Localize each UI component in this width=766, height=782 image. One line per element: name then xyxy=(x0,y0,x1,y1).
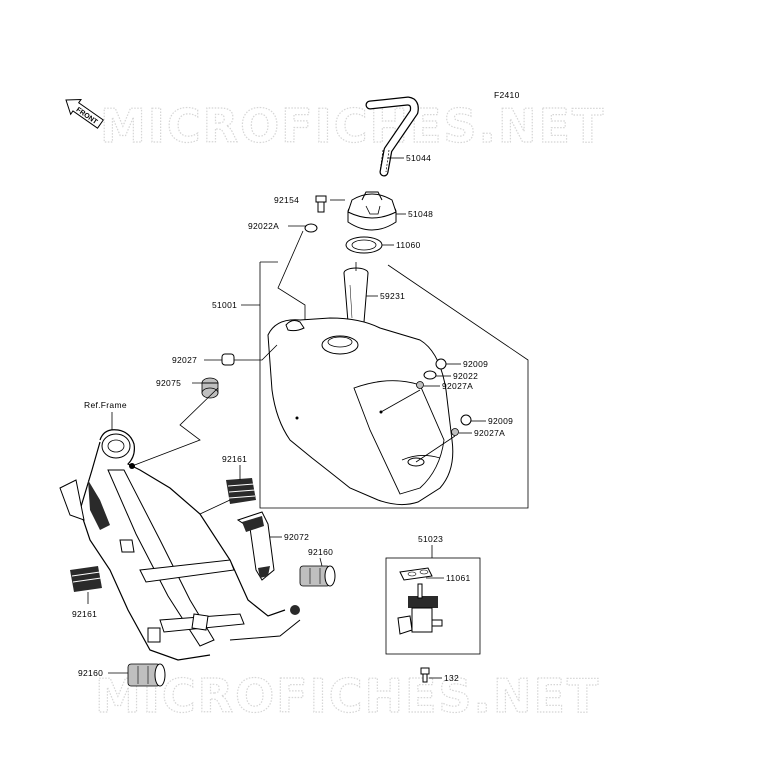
fuel-valve-body xyxy=(397,583,443,635)
bolt-92154 xyxy=(315,195,327,213)
callout-92027: 92027 xyxy=(172,355,197,365)
callout-92154: 92154 xyxy=(274,195,299,205)
screw-92009-b xyxy=(460,414,472,426)
callout-59231: 59231 xyxy=(380,291,405,301)
callout-11061: 11061 xyxy=(446,573,471,583)
fuel-valve-box xyxy=(385,557,481,655)
breather-hose xyxy=(365,96,419,177)
fuel-cap xyxy=(347,191,397,231)
callout-92072: 92072 xyxy=(284,532,309,542)
screw-92009-a xyxy=(435,358,447,370)
damper-92161-a xyxy=(226,478,256,504)
figure-code: F2410 xyxy=(494,90,520,100)
box-tank-frame xyxy=(259,262,529,509)
callout-51001: 51001 xyxy=(212,300,237,310)
callout-51048: 51048 xyxy=(408,209,433,219)
callout-92009-a: 92009 xyxy=(463,359,488,369)
bolt-132 xyxy=(420,667,430,683)
callout-92161-a: 92161 xyxy=(222,454,247,464)
callout-92027a-a: 92027A xyxy=(442,381,473,391)
washer-92022a xyxy=(304,223,318,233)
callout-92160-a: 92160 xyxy=(308,547,333,557)
frame-reference xyxy=(59,429,301,661)
fuel-filter xyxy=(343,267,369,325)
callout-92075: 92075 xyxy=(156,378,181,388)
callout-92022a: 92022A xyxy=(248,221,279,231)
damper-92160-a xyxy=(299,565,336,587)
watermark-top: MICROFICHES.NET xyxy=(100,99,605,153)
watermark-bottom: MICROFICHES.NET xyxy=(95,669,600,723)
damper-92160-b xyxy=(127,663,166,687)
callout-51023: 51023 xyxy=(418,534,443,544)
front-arrow-icon: FRONT xyxy=(65,98,104,129)
callout-92161-b: 92161 xyxy=(72,609,97,619)
band-92072 xyxy=(236,511,275,581)
washer-92022 xyxy=(423,370,437,380)
callout-51044: 51044 xyxy=(406,153,431,163)
callout-132: 132 xyxy=(444,673,459,683)
callout-92160-b: 92160 xyxy=(78,668,103,678)
damper-92161-b xyxy=(70,566,102,592)
fuel-valve-gasket-11061 xyxy=(399,567,433,581)
fuel-tank xyxy=(267,317,454,506)
callout-92009-b: 92009 xyxy=(488,416,513,426)
collar-92075 xyxy=(201,377,219,399)
callout-92027a-b: 92027A xyxy=(474,428,505,438)
damper-92027a-b xyxy=(451,428,459,436)
damper-92027a-a xyxy=(416,381,424,389)
callout-92022: 92022 xyxy=(453,371,478,381)
grommet-92027 xyxy=(221,353,235,366)
ref-frame-label: Ref.Frame xyxy=(84,400,127,410)
leader-lines xyxy=(87,157,486,679)
callout-11060: 11060 xyxy=(396,240,421,250)
cap-gasket xyxy=(345,236,383,254)
